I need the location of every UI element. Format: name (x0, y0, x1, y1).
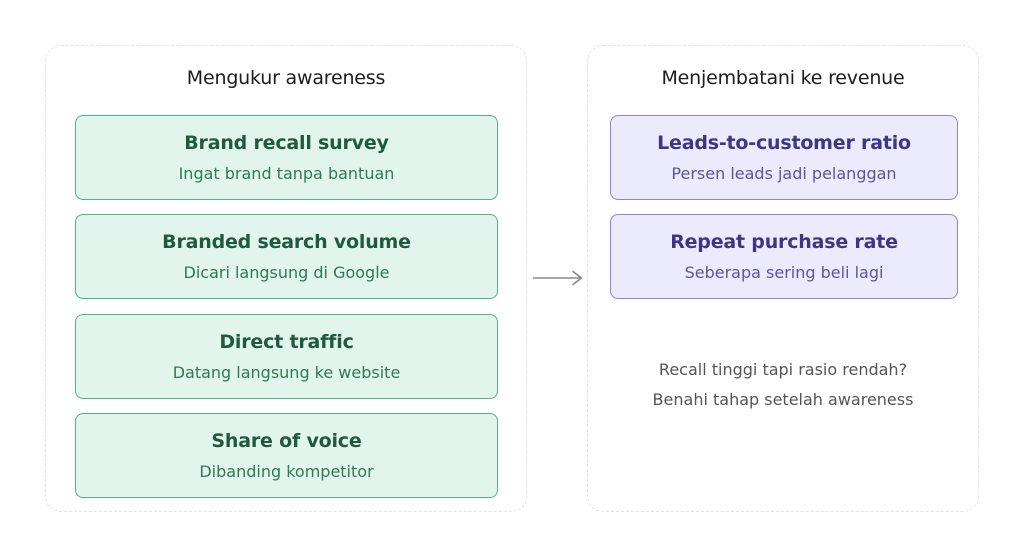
card-title: Brand recall survey (184, 132, 389, 154)
card-subtitle: Ingat brand tanpa bantuan (178, 164, 395, 183)
note-line-1: Recall tinggi tapi rasio rendah? (658, 360, 908, 379)
card-title: Branded search volume (162, 231, 411, 253)
card-repeat-purchase-rate: Repeat purchase rate Seberapa sering bel… (610, 214, 958, 299)
card-subtitle: Dicari langsung di Google (183, 263, 390, 282)
note-line-2: Benahi tahap setelah awareness (652, 390, 914, 409)
card-title: Direct traffic (219, 331, 354, 353)
card-branded-search-volume: Branded search volume Dicari langsung di… (75, 214, 498, 299)
awareness-panel: Mengukur awareness Brand recall survey I… (45, 45, 527, 512)
card-subtitle: Datang langsung ke website (172, 363, 401, 382)
card-leads-to-customer-ratio: Leads-to-customer ratio Persen leads jad… (610, 115, 958, 200)
card-title: Share of voice (211, 430, 362, 452)
card-title: Leads-to-customer ratio (657, 132, 911, 154)
revenue-panel: Menjembatani ke revenue Leads-to-custome… (587, 45, 979, 512)
card-direct-traffic: Direct traffic Datang langsung ke websit… (75, 314, 498, 399)
card-subtitle: Persen leads jadi pelanggan (671, 164, 897, 183)
card-title: Repeat purchase rate (670, 231, 898, 253)
card-share-of-voice: Share of voice Dibanding kompetitor (75, 413, 498, 498)
card-subtitle: Seberapa sering beli lagi (684, 263, 884, 282)
card-brand-recall-survey: Brand recall survey Ingat brand tanpa ba… (75, 115, 498, 200)
card-subtitle: Dibanding kompetitor (199, 462, 374, 481)
flow-arrow-icon (533, 270, 583, 286)
awareness-panel-title: Mengukur awareness (186, 67, 386, 89)
revenue-panel-title: Menjembatani ke revenue (661, 67, 905, 89)
